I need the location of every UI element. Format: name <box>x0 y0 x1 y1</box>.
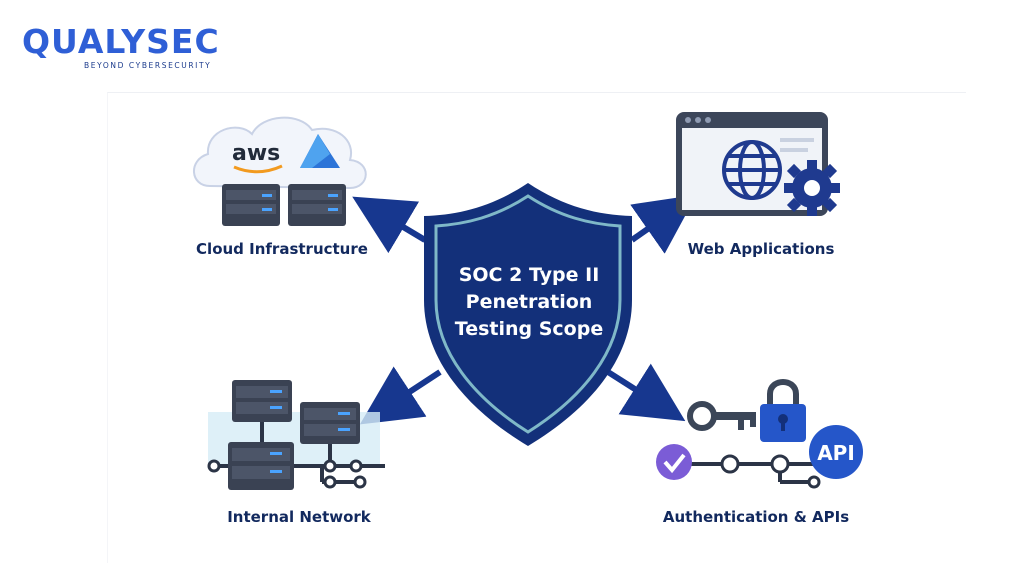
shield-outline <box>434 194 622 434</box>
shield-title-line-1: SOC 2 Type II <box>458 264 600 286</box>
brand-name: QUALYSEC <box>22 22 220 61</box>
shield-title-line-3: Testing Scope <box>454 318 604 340</box>
cloud-infrastructure-icon: aws <box>193 116 367 226</box>
scope-shield <box>424 183 632 446</box>
label-web-applications: Web Applications <box>687 240 835 258</box>
aws-smile <box>233 164 283 174</box>
padlock-icon <box>760 379 806 442</box>
arrow-to-network <box>359 366 442 425</box>
key-icon <box>687 401 756 431</box>
server-stack-icon <box>228 380 360 490</box>
label-authentication-apis: Authentication & APIs <box>662 508 850 526</box>
api-badge-text: API <box>817 441 855 465</box>
api-badge-icon: API <box>809 425 863 479</box>
arrow-to-cloud <box>352 196 427 254</box>
checkmark-icon <box>656 444 692 480</box>
azure-logo-icon <box>300 134 340 168</box>
internal-network-icon <box>207 380 385 490</box>
cloud-icon <box>193 116 367 190</box>
aws-logo-text: aws <box>232 141 280 166</box>
label-cloud-infrastructure: Cloud Infrastructure <box>196 240 368 258</box>
connector-arrows <box>352 194 697 425</box>
brand-logo: QUALYSEC BEYOND CYBERSECURITY <box>22 20 262 76</box>
gear-icon <box>784 160 840 216</box>
authentication-apis-icon: API <box>656 379 863 489</box>
shield-title-line-2: Penetration <box>465 291 593 313</box>
brand-tagline: BEYOND CYBERSECURITY <box>84 61 212 70</box>
globe-icon <box>722 140 782 200</box>
label-internal-network: Internal Network <box>227 508 371 526</box>
web-applications-icon <box>676 112 840 216</box>
arrow-to-web <box>630 194 697 254</box>
arrow-to-auth <box>606 363 686 422</box>
diagram-panel <box>107 92 966 563</box>
server-rack-icon <box>222 184 346 226</box>
shield-title: SOC 2 Type II Penetration Testing Scope <box>436 262 622 343</box>
